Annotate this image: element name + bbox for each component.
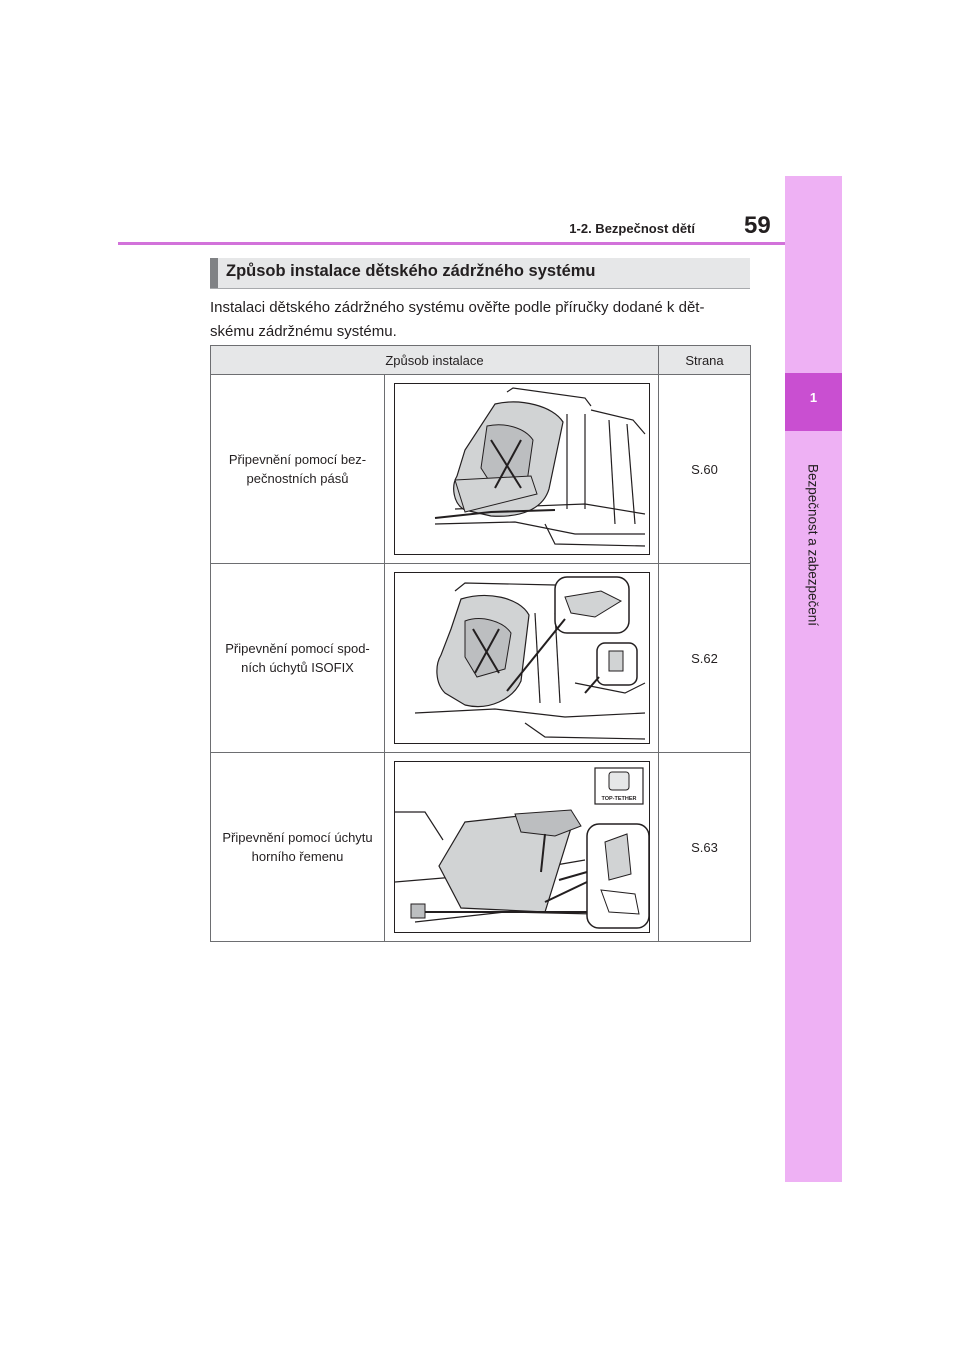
section-title: Způsob instalace dětského zádržného syst… xyxy=(226,262,596,280)
header-rule xyxy=(118,242,785,245)
page-reference: S.62 xyxy=(658,563,751,753)
intro-paragraph: Instalaci dětského zádržného systému ově… xyxy=(210,296,755,344)
header-page: Strana xyxy=(658,345,751,375)
method-line-1: Připevnění pomocí bez- xyxy=(228,452,367,467)
method-line-2: horního řemenu xyxy=(251,849,344,864)
method-cell: Připevnění pomocí úchytu horního řemenu xyxy=(210,752,385,942)
figure-cell xyxy=(384,374,659,564)
method-cell: Připevnění pomocí bez- pečnostních pásů xyxy=(210,374,385,564)
intro-line-1: Instalaci dětského zádržného systému ově… xyxy=(210,299,705,316)
page-reference: S.63 xyxy=(658,752,751,942)
chapter-side-tab xyxy=(785,176,842,1182)
page-number: 59 xyxy=(744,212,771,239)
top-tether-label: TOP-TETHER xyxy=(601,796,636,802)
section-title-bar: Způsob instalace dětského zádržného syst… xyxy=(210,258,750,289)
table-row: Připevnění pomocí bez- pečnostních pásů xyxy=(210,374,751,564)
chapter-number-box xyxy=(785,373,842,431)
section-title-accent xyxy=(210,258,218,288)
figure-cell xyxy=(384,563,659,753)
installation-methods-table: Způsob instalace Strana Připevnění pomoc… xyxy=(210,345,751,942)
method-line-2: pečnostních pásů xyxy=(246,471,349,486)
chapter-number: 1 xyxy=(809,390,818,405)
running-header: 1-2. Bezpečnost dětí xyxy=(569,221,695,236)
method-cell: Připevnění pomocí spod- ních úchytů ISOF… xyxy=(210,563,385,753)
chapter-title: Bezpečnost a zabezpečení xyxy=(805,463,821,627)
header-method: Způsob instalace xyxy=(210,345,659,375)
isofix-install-illustration xyxy=(393,572,650,744)
table-header-row: Způsob instalace Strana xyxy=(210,345,751,375)
method-line-2: ních úchytů ISOFIX xyxy=(241,660,354,675)
method-line-1: Připevnění pomocí úchytu xyxy=(222,830,373,845)
table-row: Připevnění pomocí spod- ních úchytů ISOF… xyxy=(210,563,751,753)
page-reference: S.60 xyxy=(658,374,751,564)
intro-line-2: skému zádržnému systému. xyxy=(210,323,397,340)
figure-cell: TOP-TETHER xyxy=(384,752,659,942)
seatbelt-install-illustration xyxy=(393,383,650,555)
top-tether-install-illustration: TOP-TETHER xyxy=(393,761,650,933)
method-line-1: Připevnění pomocí spod- xyxy=(225,641,370,656)
table-row: Připevnění pomocí úchytu horního řemenu … xyxy=(210,752,751,942)
